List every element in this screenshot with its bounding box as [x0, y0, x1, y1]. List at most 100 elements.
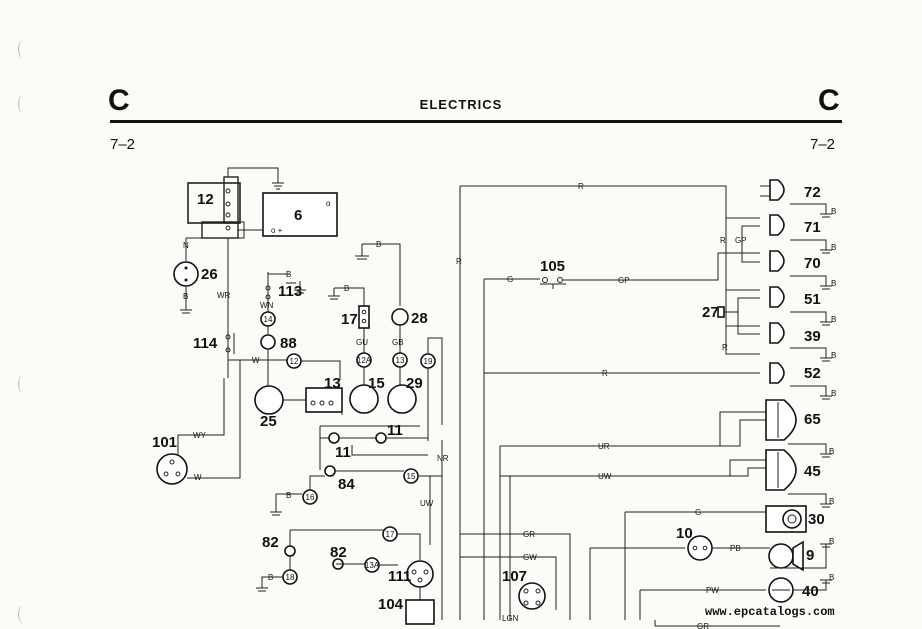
- label-114: 114: [193, 335, 218, 352]
- wire-W: W: [194, 473, 202, 482]
- page-edge-mark: [18, 375, 29, 393]
- switch-84: [324, 465, 336, 477]
- wire-B: B: [831, 351, 836, 360]
- wire-GR: GR: [697, 622, 709, 629]
- label-29: 29: [406, 375, 423, 392]
- wire-B: B: [183, 292, 188, 301]
- circle-13A: 13A: [365, 561, 380, 570]
- wire-B: B: [829, 447, 834, 456]
- gauge-29: [387, 384, 417, 414]
- label-101: 101: [152, 434, 177, 451]
- label-72: 72: [804, 184, 821, 201]
- section-number-right: 7–2: [810, 136, 836, 153]
- wire-WN: WN: [260, 301, 274, 310]
- page-edge-mark: [18, 40, 29, 58]
- wire-GP: GP: [618, 276, 630, 285]
- label-105: 105: [540, 258, 565, 275]
- label-113: 113: [278, 283, 302, 300]
- wire-UR: UR: [598, 442, 610, 451]
- wire-LGN: LGN: [502, 614, 519, 623]
- section-letter-left: C: [108, 84, 130, 117]
- page-edge-mark: [18, 605, 29, 623]
- label-107: 107: [502, 568, 527, 585]
- label-25: 25: [260, 413, 277, 430]
- wire-B: B: [829, 537, 834, 546]
- relay-104: [405, 599, 435, 625]
- gauge-15: [349, 384, 379, 414]
- page-edge-mark: [18, 95, 29, 113]
- lamp-72: [760, 179, 785, 201]
- wire-B: B: [376, 240, 381, 249]
- wire-B: B: [831, 279, 836, 288]
- wire-B: B: [831, 315, 836, 324]
- label-70: 70: [804, 255, 821, 272]
- label-28: 28: [411, 310, 428, 327]
- label-82a: 82: [262, 534, 279, 551]
- label-9: 9: [806, 547, 814, 564]
- wire-B: B: [829, 573, 834, 582]
- wire-PB: PB: [730, 544, 741, 553]
- wire-W: W: [252, 356, 260, 365]
- wire-GB: GB: [392, 338, 404, 347]
- wire-GU: GU: [356, 338, 368, 347]
- wire-B: B: [831, 243, 836, 252]
- wire-B: B: [344, 284, 349, 293]
- lamp-51: [769, 286, 785, 308]
- label-10: 10: [676, 525, 693, 542]
- component-26: [173, 261, 199, 287]
- wire-R: R: [722, 343, 728, 352]
- switch-107: [518, 582, 546, 610]
- section-letter-right: C: [818, 84, 840, 117]
- circle-13: 13: [396, 356, 405, 365]
- page-title: ELECTRICS: [419, 97, 503, 112]
- sender-28: [391, 308, 409, 326]
- label-104: 104: [378, 596, 404, 613]
- flasher-27: [717, 306, 725, 318]
- wire-G: G: [507, 275, 513, 284]
- label-26: 26: [201, 266, 218, 283]
- wire-UW: UW: [420, 499, 434, 508]
- wire-B: B: [831, 389, 836, 398]
- component-13: [305, 387, 343, 413]
- wire-G: G: [695, 508, 701, 517]
- label-17: 17: [341, 311, 358, 328]
- lamp-52: [769, 362, 785, 384]
- label-6: 6: [294, 207, 302, 224]
- lamp-70: [769, 250, 785, 272]
- wire-B: B: [286, 270, 291, 279]
- wire-GR: GR: [523, 530, 535, 539]
- switch-17: [358, 305, 370, 329]
- circle-12A: 12A: [357, 356, 372, 365]
- wire-WY: WY: [193, 431, 207, 440]
- wire-NR: NR: [437, 454, 449, 463]
- svg-text:o +: o +: [271, 226, 283, 235]
- wire-GW: GW: [523, 553, 537, 562]
- wire-R: R: [456, 257, 462, 266]
- label-111: 111: [388, 568, 411, 585]
- label-11a: 11: [335, 444, 351, 461]
- label-27: 27: [702, 304, 719, 321]
- lamp-39: [769, 322, 785, 344]
- wire-WR: WR: [217, 291, 231, 300]
- watermark: www.epcatalogs.com: [705, 605, 835, 619]
- horn-9: [768, 540, 804, 572]
- section-number-left: 7–2: [110, 136, 136, 153]
- label-11b: 11: [387, 422, 403, 439]
- label-88: 88: [280, 335, 297, 352]
- label-45: 45: [804, 463, 821, 480]
- circle-17: 17: [386, 530, 395, 539]
- label-65: 65: [804, 411, 821, 428]
- label-51: 51: [804, 291, 821, 308]
- wire-B: B: [286, 491, 291, 500]
- relay-12: [187, 176, 241, 239]
- wire-B: B: [829, 497, 834, 506]
- wire-UW: UW: [598, 472, 612, 481]
- horn-30: [765, 505, 807, 533]
- wire-PW: PW: [706, 586, 719, 595]
- wire-N: N: [183, 241, 189, 250]
- circle-19: 19: [424, 357, 433, 366]
- headlamp-65: [765, 399, 797, 441]
- circle-14: 14: [264, 315, 273, 324]
- component-25: [254, 385, 284, 415]
